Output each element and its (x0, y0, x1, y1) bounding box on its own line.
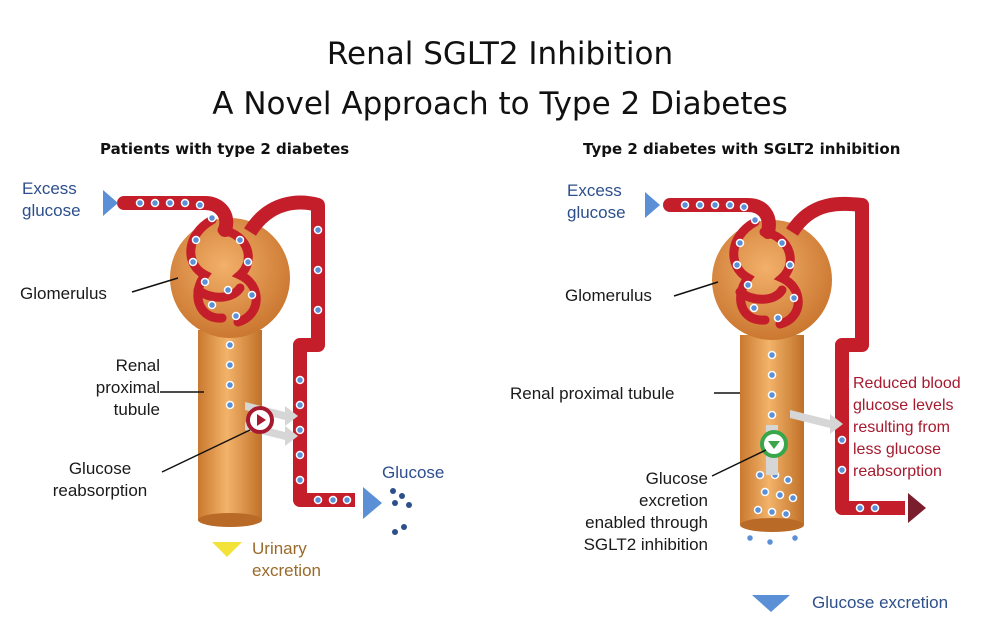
left-urinary-arrow-icon (212, 542, 242, 557)
left-panel-heading: Patients with type 2 diabetes (100, 140, 350, 158)
right-legend-label: Glucose excretion (812, 593, 949, 612)
left-renal-line3: tubule (113, 400, 160, 419)
right-excess-line2: glucose (567, 203, 626, 222)
left-reabs-line1: Glucose (68, 459, 132, 478)
left-glucose-out-arrow-icon (363, 487, 382, 519)
right-excretion-label: Glucose excretion enabled through SGLT2 … (548, 468, 708, 556)
left-urinary-line1: Urinary (252, 539, 307, 558)
left-excreted-glucose-dots (390, 488, 412, 535)
right-excess-glucose-arrow-icon (645, 192, 660, 218)
right-panel-heading: Type 2 diabetes with SGLT2 inhibition (583, 140, 901, 158)
right-efferent-vessel (786, 196, 905, 515)
right-red-line1: Reduced blood (853, 375, 961, 392)
left-reabs-line2: reabsorption (52, 481, 148, 500)
left-glucose-dots (135, 198, 352, 505)
left-excess-line2: glucose (22, 201, 81, 220)
right-leader-lines (673, 281, 767, 477)
left-afferent-vessel (117, 196, 234, 237)
left-renal-tubule-label: Renal proximal tubule (80, 355, 160, 421)
left-excess-glucose-arrow-icon (103, 190, 118, 216)
right-exc-line3: enabled through (585, 513, 708, 532)
right-excess-line1: Excess (567, 181, 622, 200)
title-line-2: A Novel Approach to Type 2 Diabetes (212, 86, 788, 122)
right-glomerulus-label: Glomerulus (565, 286, 652, 305)
right-glucose-dots (680, 200, 880, 547)
left-glucose-label: Glucose (382, 463, 445, 482)
title-line-1: Renal SGLT2 Inhibition (326, 36, 674, 72)
right-reduced-blood-label: Reduced blood glucose levels resulting f… (853, 373, 961, 483)
right-afferent-vessel (663, 198, 776, 239)
left-renal-line1: Renal (115, 356, 160, 375)
right-reduced-blood-arrow-icon (908, 493, 926, 523)
left-urinary-line2: excretion (252, 561, 321, 580)
right-nephron (645, 192, 926, 612)
right-exc-line1: Glucose (645, 469, 708, 488)
right-red-line4: less glucose (853, 441, 942, 458)
right-red-line3: resulting from (853, 419, 950, 436)
right-red-line5: reabsorption (853, 463, 942, 480)
left-nephron (103, 190, 412, 557)
left-reabsorption-label: Glucose reabsorption (40, 458, 160, 502)
left-urinary-excretion-label: Urinary excretion (252, 538, 321, 582)
right-excess-glucose-label: Excess glucose (567, 180, 626, 224)
right-renal-tubule-label: Renal proximal tubule (510, 384, 675, 403)
left-glomerulus-label: Glomerulus (20, 284, 107, 303)
right-exc-line2: excretion (639, 491, 708, 510)
left-leader-lines (131, 277, 251, 473)
right-legend-arrow-icon (752, 595, 790, 612)
left-excess-line1: Excess (22, 179, 77, 198)
left-renal-line2: proximal (95, 378, 160, 397)
right-red-line2: glucose levels (853, 397, 954, 414)
left-excess-glucose-label: Excess glucose (22, 178, 81, 222)
left-efferent-vessel (244, 195, 355, 507)
right-exc-line4: SGLT2 inhibition (583, 535, 708, 554)
